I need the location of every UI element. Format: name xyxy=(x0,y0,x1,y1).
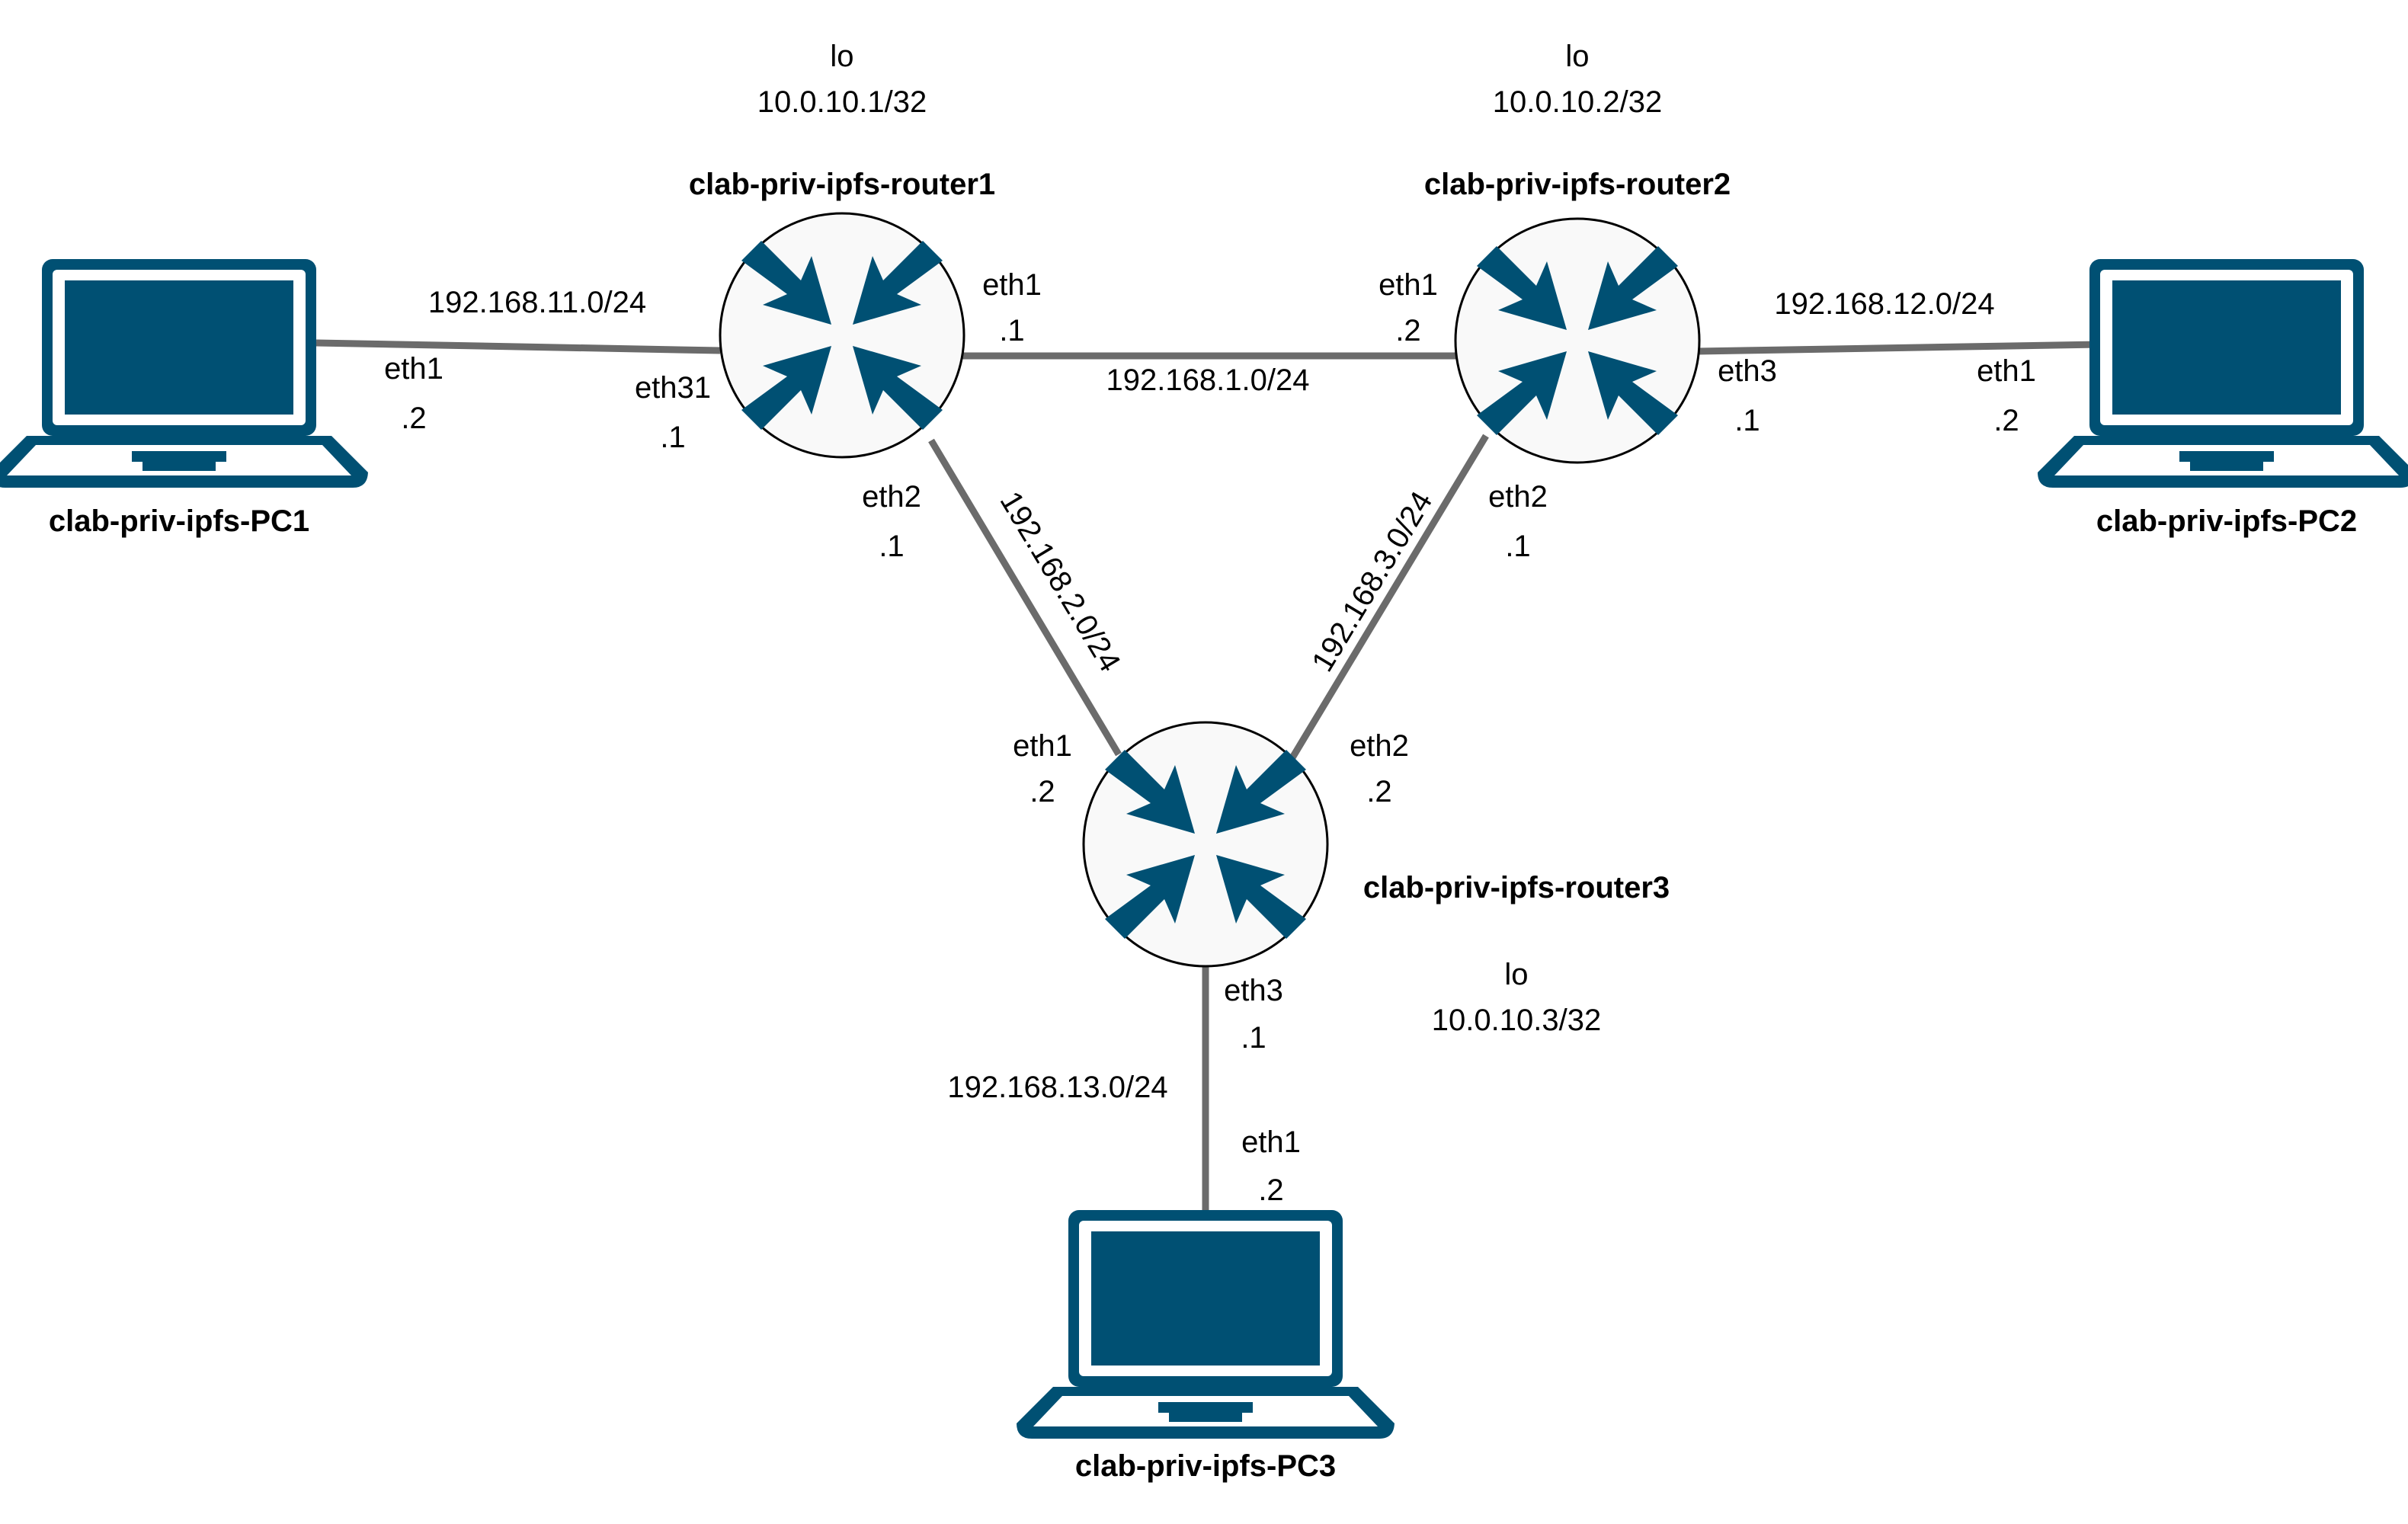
subnet-label-r2-r3: 192.168.3.0/24 xyxy=(1305,486,1439,677)
pc1-if-label: eth1 xyxy=(384,352,443,386)
laptop-icon xyxy=(2038,259,2408,488)
r2-eth3-ip-label: .1 xyxy=(1734,404,1760,437)
r3-eth3-ip-label: .1 xyxy=(1241,1021,1266,1055)
r2-eth2-label: eth2 xyxy=(1488,480,1548,514)
pc1-node[interactable] xyxy=(0,259,368,488)
router2-lo-label: lo xyxy=(1565,40,1589,73)
r1-eth31-label: eth31 xyxy=(635,371,711,405)
r1-eth1-label: eth1 xyxy=(982,268,1042,302)
link-router1-router3 xyxy=(928,438,1122,757)
r1-eth2-label: eth2 xyxy=(862,480,921,514)
router-icon xyxy=(1105,750,1306,939)
r2-eth3-label: eth3 xyxy=(1718,354,1777,388)
link-pc1-router1 xyxy=(315,339,721,354)
pc1-ip-label: .2 xyxy=(401,402,426,435)
subnet-label-r1-r2: 192.168.1.0/24 xyxy=(1106,363,1310,397)
pc2-name: clab-priv-ipfs-PC2 xyxy=(2096,504,2357,538)
laptop-icon xyxy=(1017,1210,1395,1439)
router2-lo-addr: 10.0.10.2/32 xyxy=(1493,85,1662,119)
pc3-if-label: eth1 xyxy=(1241,1125,1301,1159)
r3-eth2-ip-label: .2 xyxy=(1366,775,1391,808)
router3-lo-label: lo xyxy=(1504,958,1528,991)
subnet-label-pc1-r1: 192.168.11.0/24 xyxy=(428,286,646,319)
router-icon xyxy=(741,241,943,430)
router1-lo-label: lo xyxy=(830,40,853,73)
pc2-ip-label: .2 xyxy=(1993,404,2019,437)
r2-eth1-label: eth1 xyxy=(1379,268,1438,302)
r2-eth2-ip-label: .1 xyxy=(1505,530,1530,563)
r1-eth1-ip-label: .1 xyxy=(999,314,1024,347)
router-icon xyxy=(1477,246,1678,435)
router2-name: clab-priv-ipfs-router2 xyxy=(1424,168,1731,201)
subnet-label-r2-pc2: 192.168.12.0/24 xyxy=(1774,287,1994,321)
router3-name: clab-priv-ipfs-router3 xyxy=(1363,871,1670,904)
pc2-node[interactable] xyxy=(2038,259,2408,488)
r1-eth31-ip-label: .1 xyxy=(660,421,685,454)
r3-eth3-label: eth3 xyxy=(1224,974,1283,1007)
pc3-ip-label: .2 xyxy=(1258,1173,1283,1207)
subnet-label-r3-pc3: 192.168.13.0/24 xyxy=(947,1071,1167,1104)
r2-eth1-ip-label: .2 xyxy=(1395,314,1420,347)
link-router2-pc2 xyxy=(1697,341,2100,355)
router3-lo-addr: 10.0.10.3/32 xyxy=(1432,1004,1601,1037)
router1-node[interactable] xyxy=(719,212,965,459)
pc2-if-label: eth1 xyxy=(1977,354,2036,388)
router1-lo-addr: 10.0.10.1/32 xyxy=(757,85,927,119)
link-router2-router3 xyxy=(1289,434,1489,761)
r3-eth1-ip-label: .2 xyxy=(1029,775,1055,808)
router3-node[interactable] xyxy=(1082,721,1329,968)
r3-eth2-label: eth2 xyxy=(1350,729,1409,763)
pc3-node[interactable] xyxy=(1017,1210,1395,1439)
pc3-name: clab-priv-ipfs-PC3 xyxy=(1075,1449,1336,1483)
r3-eth1-label: eth1 xyxy=(1013,729,1072,763)
pc1-name: clab-priv-ipfs-PC1 xyxy=(49,504,309,538)
r1-eth2-ip-label: .1 xyxy=(879,530,904,563)
router1-name: clab-priv-ipfs-router1 xyxy=(689,168,995,201)
laptop-icon xyxy=(0,259,368,488)
router2-node[interactable] xyxy=(1454,217,1701,464)
